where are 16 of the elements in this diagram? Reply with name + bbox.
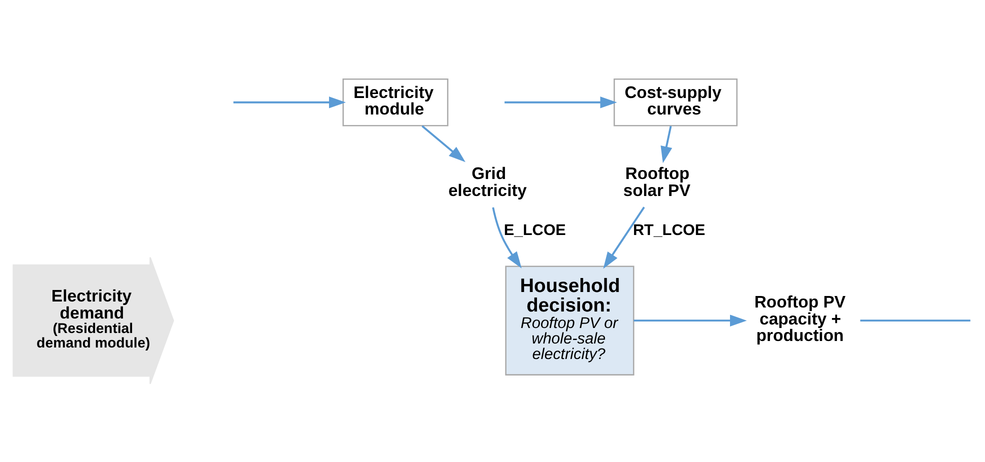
node-box: Cost-supply curves xyxy=(614,78,738,126)
node-text: Rooftop solar PV xyxy=(623,164,690,200)
arrow xyxy=(422,124,466,162)
arrow xyxy=(634,314,747,326)
node-box: Electricity module xyxy=(342,78,448,126)
node-box: Household decision: Rooftop PV or whole-sale electricity? xyxy=(505,265,634,375)
node-text: Grid electricity xyxy=(448,164,527,200)
node-text: Rooftop PV capacity + production xyxy=(754,292,846,345)
edge-label: E_LCOE xyxy=(504,221,566,238)
arrow xyxy=(504,96,618,108)
arrow xyxy=(233,96,346,108)
edge-label: RT_LCOE xyxy=(632,221,706,238)
connector xyxy=(860,319,970,322)
arrow xyxy=(660,125,672,163)
arrow xyxy=(603,206,645,268)
arrow xyxy=(492,206,522,268)
